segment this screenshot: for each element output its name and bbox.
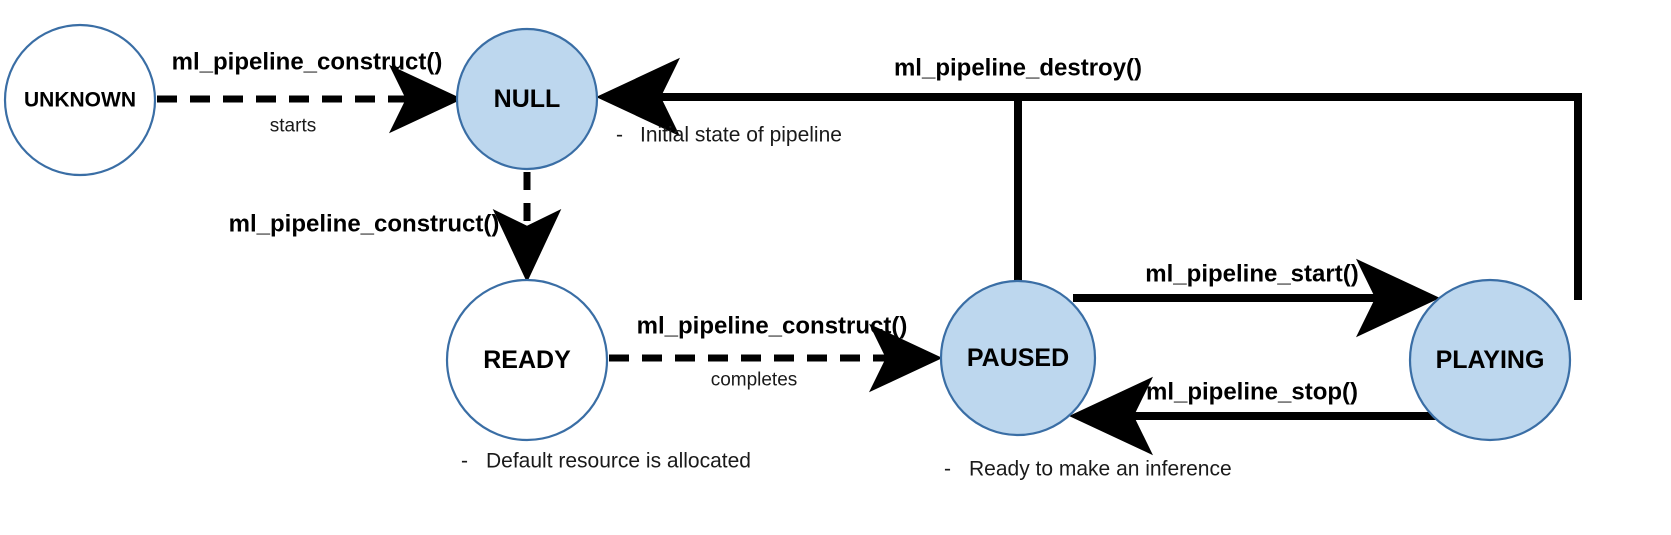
state-node-paused[interactable]: PAUSED — [939, 279, 1097, 437]
note-null: - Initial state of pipeline — [616, 124, 842, 147]
note-null-text: Initial state of pipeline — [640, 124, 842, 147]
state-circle-paused[interactable] — [939, 279, 1097, 437]
note-ready: - Default resource is allocated — [461, 450, 751, 473]
state-node-playing[interactable]: PLAYING — [1408, 278, 1572, 442]
state-circle-unknown[interactable] — [3, 23, 157, 177]
state-circle-ready[interactable] — [445, 278, 609, 442]
transition-destroy-to-null-label: ml_pipeline_destroy() — [894, 55, 1142, 82]
note-ready-bullet: - — [461, 450, 468, 473]
note-null-bullet: - — [616, 124, 623, 147]
state-label-null: NULL — [494, 85, 561, 113]
state-circle-playing[interactable] — [1408, 278, 1572, 442]
transition-destroy-to-null: ml_pipeline_destroy() — [596, 55, 1582, 300]
transition-unknown-to-null-sublabel: starts — [270, 116, 316, 137]
note-paused-bullet: - — [944, 458, 951, 481]
transition-null-to-ready: ml_pipeline_construct() — [229, 172, 562, 283]
transition-paused-to-playing-label: ml_pipeline_start() — [1145, 261, 1358, 288]
state-label-paused: PAUSED — [967, 344, 1069, 372]
note-paused-text: Ready to make an inference — [969, 458, 1232, 481]
transition-unknown-to-null: ml_pipeline_construct() starts — [157, 49, 463, 137]
transition-paused-to-playing: ml_pipeline_start() — [1073, 258, 1440, 338]
state-node-unknown[interactable]: UNKNOWN — [3, 23, 157, 177]
state-label-unknown: UNKNOWN — [24, 89, 136, 112]
transition-unknown-to-null-label: ml_pipeline_construct() — [172, 49, 443, 76]
transition-playing-to-paused: ml_pipeline_stop() — [1069, 376, 1437, 456]
state-label-playing: PLAYING — [1436, 346, 1545, 374]
transition-playing-to-paused-label: ml_pipeline_stop() — [1146, 379, 1358, 406]
transition-null-to-ready-label: ml_pipeline_construct() — [229, 211, 500, 238]
state-node-ready[interactable]: READY — [445, 278, 609, 442]
state-label-ready: READY — [483, 346, 571, 374]
note-ready-text: Default resource is allocated — [486, 450, 751, 473]
state-circle-null[interactable] — [455, 27, 599, 171]
note-paused: - Ready to make an inference — [944, 458, 1232, 481]
transition-ready-to-paused-sublabel: completes — [711, 370, 798, 391]
transition-ready-to-paused: ml_pipeline_construct() completes — [609, 313, 943, 393]
state-node-null[interactable]: NULL — [455, 27, 599, 171]
transition-ready-to-paused-label: ml_pipeline_construct() — [637, 313, 908, 340]
